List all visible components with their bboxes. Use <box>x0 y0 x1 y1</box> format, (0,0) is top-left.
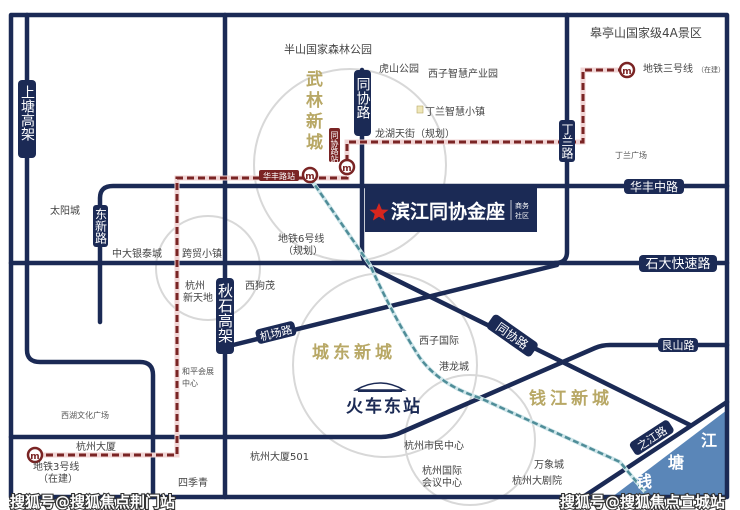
poi-hzdasha: 杭州大厦 <box>76 440 116 453</box>
metro-line3-south-status: （在建） <box>38 472 78 485</box>
svg-text:m: m <box>622 67 631 77</box>
poi-mixc: 万象城 <box>534 459 564 471</box>
metro-line6-status: （规划） <box>283 244 323 257</box>
road-shangtang <box>24 12 156 500</box>
watermark-right: 搜狐号@搜狐焦点宣城站 <box>560 493 725 510</box>
poi-dinglan-town: 丁兰智慧小镇 <box>425 105 485 118</box>
poi-gaoting: 皋亭山国家级4A景区 <box>590 25 702 40</box>
road-label-dinglan: 丁兰路 <box>560 123 574 160</box>
project-highlight[interactable]: 滨江同协金座 商务 社区 <box>365 188 537 232</box>
qiantang-river <box>612 410 727 497</box>
river-char-3: 江 <box>701 431 717 450</box>
metro-line3-south: 地铁3号线 <box>33 460 79 473</box>
poi-taiyang: 太阳城 <box>50 204 80 217</box>
poi-banshan: 半山国家森林公园 <box>284 42 372 56</box>
poi-xizi-intl: 西子国际 <box>419 335 459 347</box>
road-label-shida: 石大快速路 <box>645 256 710 272</box>
metro-line6: 地铁6号线 <box>278 232 324 245</box>
road-hzdasha <box>8 342 730 440</box>
metro-station-icon: m <box>338 158 356 176</box>
poi-heping-2: 中心 <box>182 378 198 388</box>
poi-xihu: 西湖文化广场 <box>61 410 109 420</box>
svg-text:m: m <box>305 172 314 182</box>
poi-xintiandi-2: 新天地 <box>183 291 213 304</box>
road-label-shangtang: 上塘高架 <box>19 85 35 141</box>
road-huafeng <box>97 183 730 325</box>
metro-line-6 <box>308 176 647 494</box>
metro-station-icon: m <box>301 166 319 184</box>
star-icon <box>369 203 389 221</box>
poi-ganglong: 港龙城 <box>439 360 469 373</box>
poi-hushan: 虎山公园 <box>379 63 419 75</box>
poi-conf-2: 会议中心 <box>422 476 462 489</box>
train-station-icon <box>353 382 407 392</box>
poi-kuamao: 跨贸小镇 <box>182 247 222 260</box>
project-sub-1: 商务 <box>515 201 529 210</box>
river-char-1: 钱 <box>636 472 652 491</box>
road-label-genshan: 艮山路 <box>662 339 695 352</box>
road-label-qiushi: 秋石高架 <box>216 283 234 343</box>
poi-civic: 杭州市民中心 <box>404 439 464 452</box>
poi-sijiqing: 四季青 <box>178 476 208 489</box>
poi-longhu: 龙湖天街（规划） <box>375 127 455 140</box>
poi-heping-1: 和平会展 <box>182 366 214 376</box>
poi-intime: 中大银泰城 <box>112 247 162 260</box>
building-icon <box>416 105 424 114</box>
road-label-tongxie: 同协路 <box>355 77 371 119</box>
map-frame <box>8 12 730 500</box>
watermark-left: 搜狐号@搜狐焦点荆门站 <box>10 493 175 510</box>
road-label-dongxin: 东新路 <box>94 208 108 245</box>
poi-xigoumao: 西狗茂 <box>245 279 275 292</box>
project-name: 滨江同协金座 <box>391 200 505 223</box>
poi-xizi-park: 西子智慧产业园 <box>428 67 498 80</box>
poi-conf-1: 杭州国际 <box>422 464 462 477</box>
district-chengdong: 城东新城 <box>312 342 396 363</box>
metro-station-icon: m <box>618 61 636 79</box>
metro-line3-north: 地铁三号线 <box>643 62 693 75</box>
metro-line3-north-status: （在建） <box>697 65 725 74</box>
metro-station-icon: m <box>26 446 44 464</box>
poi-hzdasha501: 杭州大厦501 <box>250 450 309 463</box>
road-label-huafengzhong: 华丰中路 <box>630 179 678 194</box>
river-char-2: 塘 <box>668 453 684 472</box>
svg-text:m: m <box>30 452 39 462</box>
poi-theatre: 杭州大剧院 <box>512 474 562 487</box>
poi-east-station: 火车东站 <box>346 396 422 417</box>
road-zhijiang <box>580 399 730 500</box>
station-tongxie-label: 同协路站 <box>330 131 339 164</box>
district-qianjiang: 钱江新城 <box>529 388 613 409</box>
svg-text:m: m <box>342 164 351 174</box>
district-wulin: 武林新城 <box>302 69 323 154</box>
station-huafeng-label: 华丰路站 <box>263 171 295 181</box>
project-sub-2: 社区 <box>515 211 529 220</box>
poi-xintiandi-1: 杭州 <box>185 279 205 292</box>
poi-dinglan-square: 丁兰广场 <box>615 150 647 160</box>
